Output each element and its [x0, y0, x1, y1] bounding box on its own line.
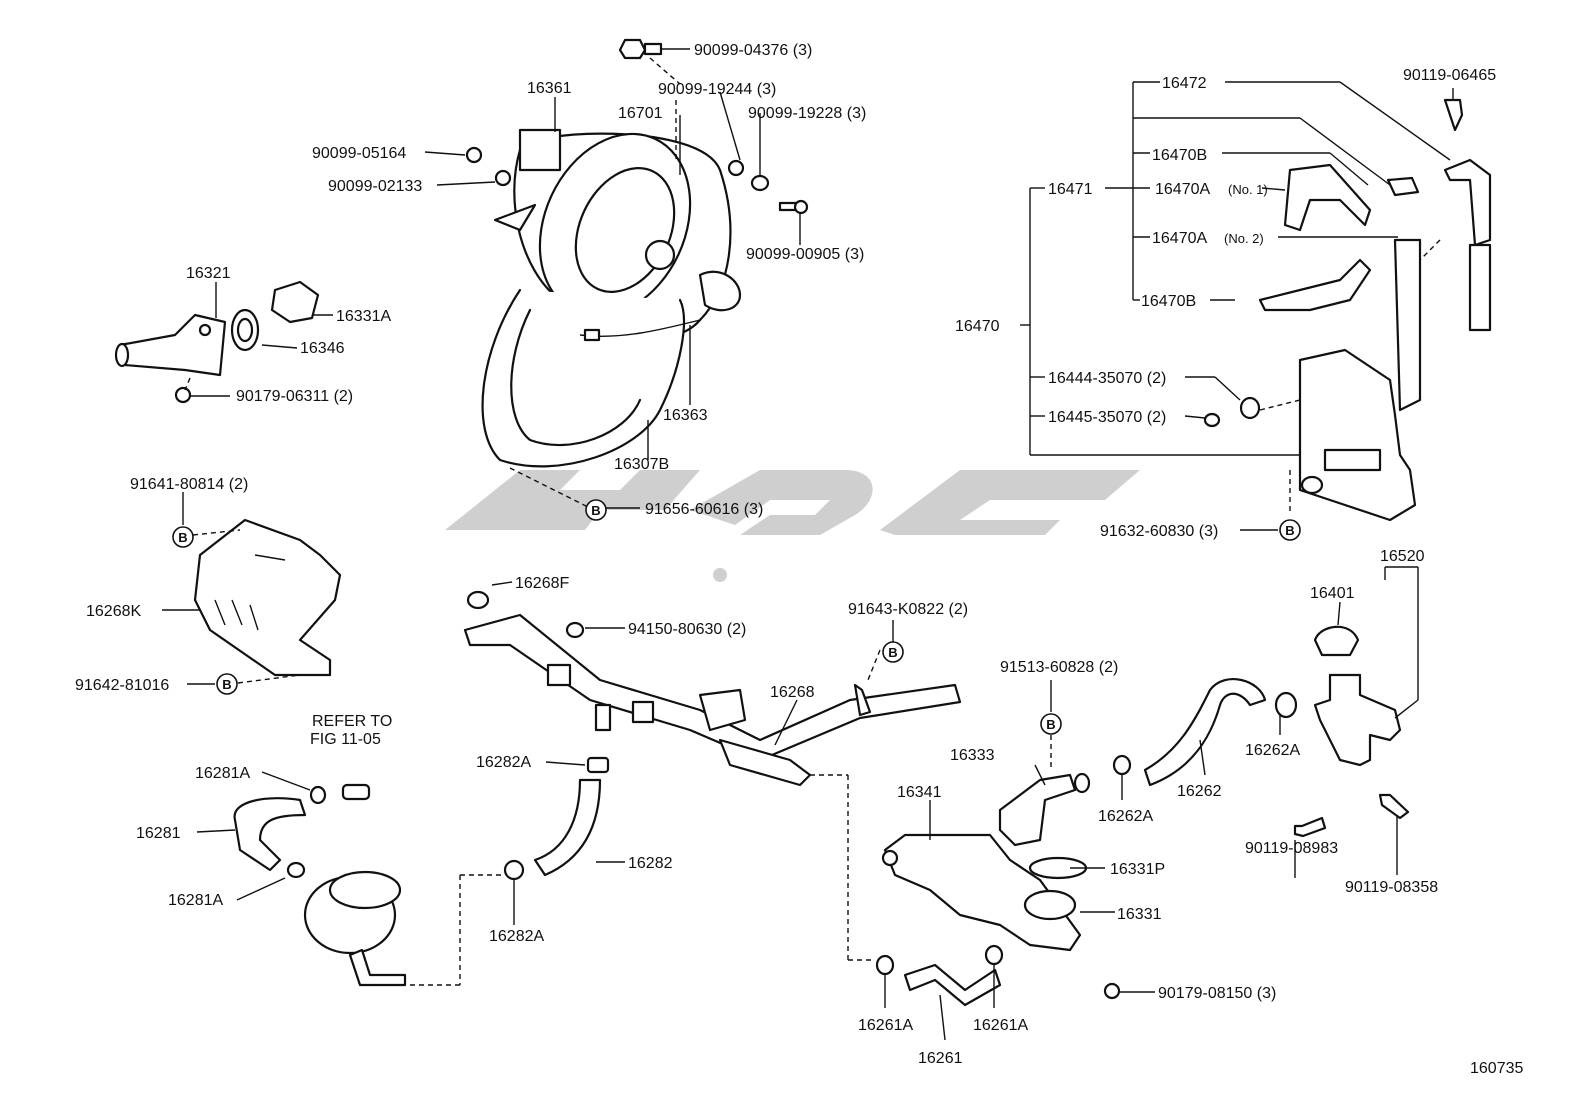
- watermark-logo: [445, 470, 1140, 582]
- label-90119-06465: 90119-06465: [1403, 67, 1496, 84]
- reserve-tank-assembly: [1203, 98, 1492, 522]
- label-90099-00905: 90099-00905 (3): [746, 246, 864, 263]
- badge-letter: B: [178, 530, 187, 545]
- badge-b-91641: B: [172, 526, 194, 548]
- badge-letter: B: [1285, 523, 1294, 538]
- label-16282A-bottom: 16282A: [489, 928, 544, 945]
- label-16262A-left: 16262A: [1098, 808, 1153, 825]
- label-refer-to: REFER TO: [312, 713, 392, 730]
- label-16333: 16333: [950, 747, 995, 764]
- badge-letter: B: [591, 503, 600, 518]
- label-16472: 16472: [1162, 75, 1207, 92]
- water-outlet-assembly: [881, 772, 1121, 1000]
- label-16401: 16401: [1310, 585, 1355, 602]
- label-16262A-right: 16262A: [1245, 742, 1300, 759]
- label-16470A-no2: 16470A: [1152, 230, 1207, 247]
- hose-16282-assembly: [503, 756, 610, 881]
- badge-b-91656: B: [585, 499, 607, 521]
- label-16281A-top: 16281A: [195, 765, 250, 782]
- fan-fasteners: [465, 38, 809, 215]
- label-16268: 16268: [770, 684, 815, 701]
- thermostat-housing-group: [114, 280, 320, 404]
- label-91643-K0822: 91643-K0822 (2): [848, 601, 968, 618]
- label-no1: (No. 1): [1228, 182, 1268, 197]
- label-16261A-left: 16261A: [858, 1017, 913, 1034]
- figure-code: 160735: [1470, 1060, 1523, 1077]
- leader-lines: [162, 48, 1454, 1041]
- fan-shroud-assembly: [481, 128, 742, 468]
- label-90099-02133: 90099-02133: [328, 178, 422, 195]
- label-16261A-right: 16261A: [973, 1017, 1028, 1034]
- label-91632-60830: 91632-60830 (3): [1100, 523, 1218, 540]
- badge-letter: B: [888, 645, 897, 660]
- label-16281: 16281: [136, 825, 181, 842]
- water-inlet-pipe: [463, 590, 962, 787]
- label-16444-35070: 16444-35070 (2): [1048, 370, 1166, 387]
- badge-letter: B: [222, 677, 231, 692]
- label-90179-08150: 90179-08150 (3): [1158, 985, 1276, 1002]
- label-90119-08358: 90119-08358: [1345, 879, 1438, 896]
- label-16445-35070: 16445-35070 (2): [1048, 409, 1166, 426]
- badge-b-91642: B: [216, 673, 238, 695]
- label-16262: 16262: [1177, 783, 1222, 800]
- label-90119-08983: 90119-08983: [1245, 840, 1338, 857]
- label-no2: (No. 2): [1224, 231, 1264, 246]
- label-fig-ref: FIG 11-05: [310, 731, 381, 748]
- label-16268F: 16268F: [515, 575, 569, 592]
- label-16321: 16321: [186, 265, 231, 282]
- label-16331: 16331: [1117, 906, 1162, 923]
- label-16470A-no1: 16470A: [1155, 181, 1210, 198]
- badge-b-91632: B: [1279, 519, 1301, 541]
- label-16341: 16341: [897, 784, 942, 801]
- badge-letter: B: [1046, 717, 1055, 732]
- label-16361: 16361: [527, 80, 572, 97]
- heat-insulator: [193, 518, 342, 677]
- label-91513-60828: 91513-60828 (2): [1000, 659, 1118, 676]
- label-16268K: 16268K: [86, 603, 141, 620]
- label-91642-81016: 91642-81016: [75, 677, 169, 694]
- hose-16281-assembly: [233, 783, 407, 987]
- label-16261: 16261: [918, 1050, 963, 1067]
- filler-neck-assembly: [1293, 625, 1410, 838]
- label-16282A-top: 16282A: [476, 754, 531, 771]
- label-94150-80630: 94150-80630 (2): [628, 621, 746, 638]
- label-16307B: 16307B: [614, 456, 669, 473]
- label-16363: 16363: [663, 407, 708, 424]
- badge-b-91513: B: [1040, 713, 1062, 735]
- label-16281A-bottom: 16281A: [168, 892, 223, 909]
- label-16471: 16471: [1048, 181, 1093, 198]
- hose-16262-assembly: [1112, 678, 1298, 787]
- label-16520: 16520: [1380, 548, 1425, 565]
- label-16331P: 16331P: [1110, 861, 1165, 878]
- label-16470B-bottom: 16470B: [1141, 293, 1196, 310]
- badge-b-91643: B: [882, 641, 904, 663]
- label-90099-19228: 90099-19228 (3): [748, 105, 866, 122]
- part-labels: 90099-04376 (3) 90099-19244 (3) 90099-19…: [75, 42, 1523, 1077]
- label-16282: 16282: [628, 855, 673, 872]
- label-90099-19244: 90099-19244 (3): [658, 81, 776, 98]
- label-91641-80814: 91641-80814 (2): [130, 476, 248, 493]
- label-16470B-top: 16470B: [1152, 147, 1207, 164]
- label-90099-04376: 90099-04376 (3): [694, 42, 812, 59]
- hose-16261-assembly: [875, 944, 1004, 1007]
- label-16346: 16346: [300, 340, 345, 357]
- label-91656-60616: 91656-60616 (3): [645, 501, 763, 518]
- label-16331A: 16331A: [336, 308, 391, 325]
- label-90179-06311: 90179-06311 (2): [236, 388, 353, 405]
- label-16470: 16470: [955, 318, 1000, 335]
- label-16701: 16701: [618, 105, 663, 122]
- label-90099-05164: 90099-05164: [312, 145, 406, 162]
